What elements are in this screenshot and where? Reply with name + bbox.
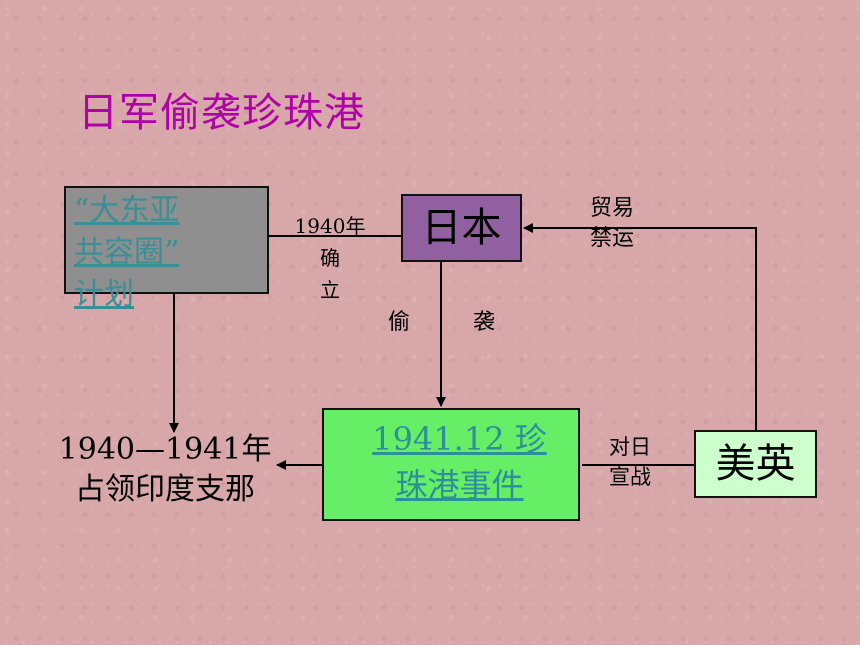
edge-usuk-japan	[523, 223, 757, 430]
event-line-1[interactable]: 1941.12 珍	[372, 420, 547, 458]
trade-embargo-line-2: 禁运	[590, 226, 635, 251]
event-line-2[interactable]: 珠港事件	[395, 466, 524, 504]
trade-embargo-line-1: 贸易	[590, 196, 635, 221]
established-label: 1940年 确 立	[284, 210, 376, 306]
us-uk-box: 美英	[694, 430, 817, 498]
plan-line-1[interactable]: “大东亚	[74, 193, 180, 228]
japan-label: 日本	[421, 205, 502, 251]
established-char-1: 确	[320, 246, 340, 270]
japan-box: 日本	[401, 194, 522, 262]
trade-embargo-label: 贸易 禁运	[590, 194, 634, 254]
plan-line-2[interactable]: 共容圈”	[74, 235, 180, 270]
occupy-indochina-text: 1940—1941年 占领印度支那	[40, 430, 290, 510]
us-uk-label: 美英	[715, 441, 796, 487]
sneak-attack-label-2: 袭	[473, 310, 496, 335]
greater-east-asia-plan-box[interactable]: “大东亚 共容圈” 计划	[64, 186, 269, 312]
declare-war-label: 对日 宣战	[609, 432, 651, 492]
occupy-line-2: 占领印度支那	[75, 472, 255, 507]
occupy-line-1: 1940—1941年	[58, 432, 272, 467]
pearl-harbor-event-box[interactable]: 1941.12 珍 珠港事件	[322, 408, 580, 521]
declare-war-line-1: 对日	[609, 435, 651, 459]
established-year: 1940年	[294, 214, 366, 238]
plan-line-3[interactable]: 计划	[74, 277, 134, 312]
pearl-harbor-event-link[interactable]: 1941.12 珍 珠港事件	[342, 416, 577, 508]
sneak-attack-label-1: 偷	[388, 310, 411, 335]
established-char-2: 立	[320, 278, 340, 302]
greater-east-asia-plan-link[interactable]: “大东亚 共容圈” 计划	[74, 190, 269, 316]
slide-title: 日军偷袭珍珠港	[78, 90, 365, 136]
declare-war-line-2: 宣战	[609, 465, 651, 489]
